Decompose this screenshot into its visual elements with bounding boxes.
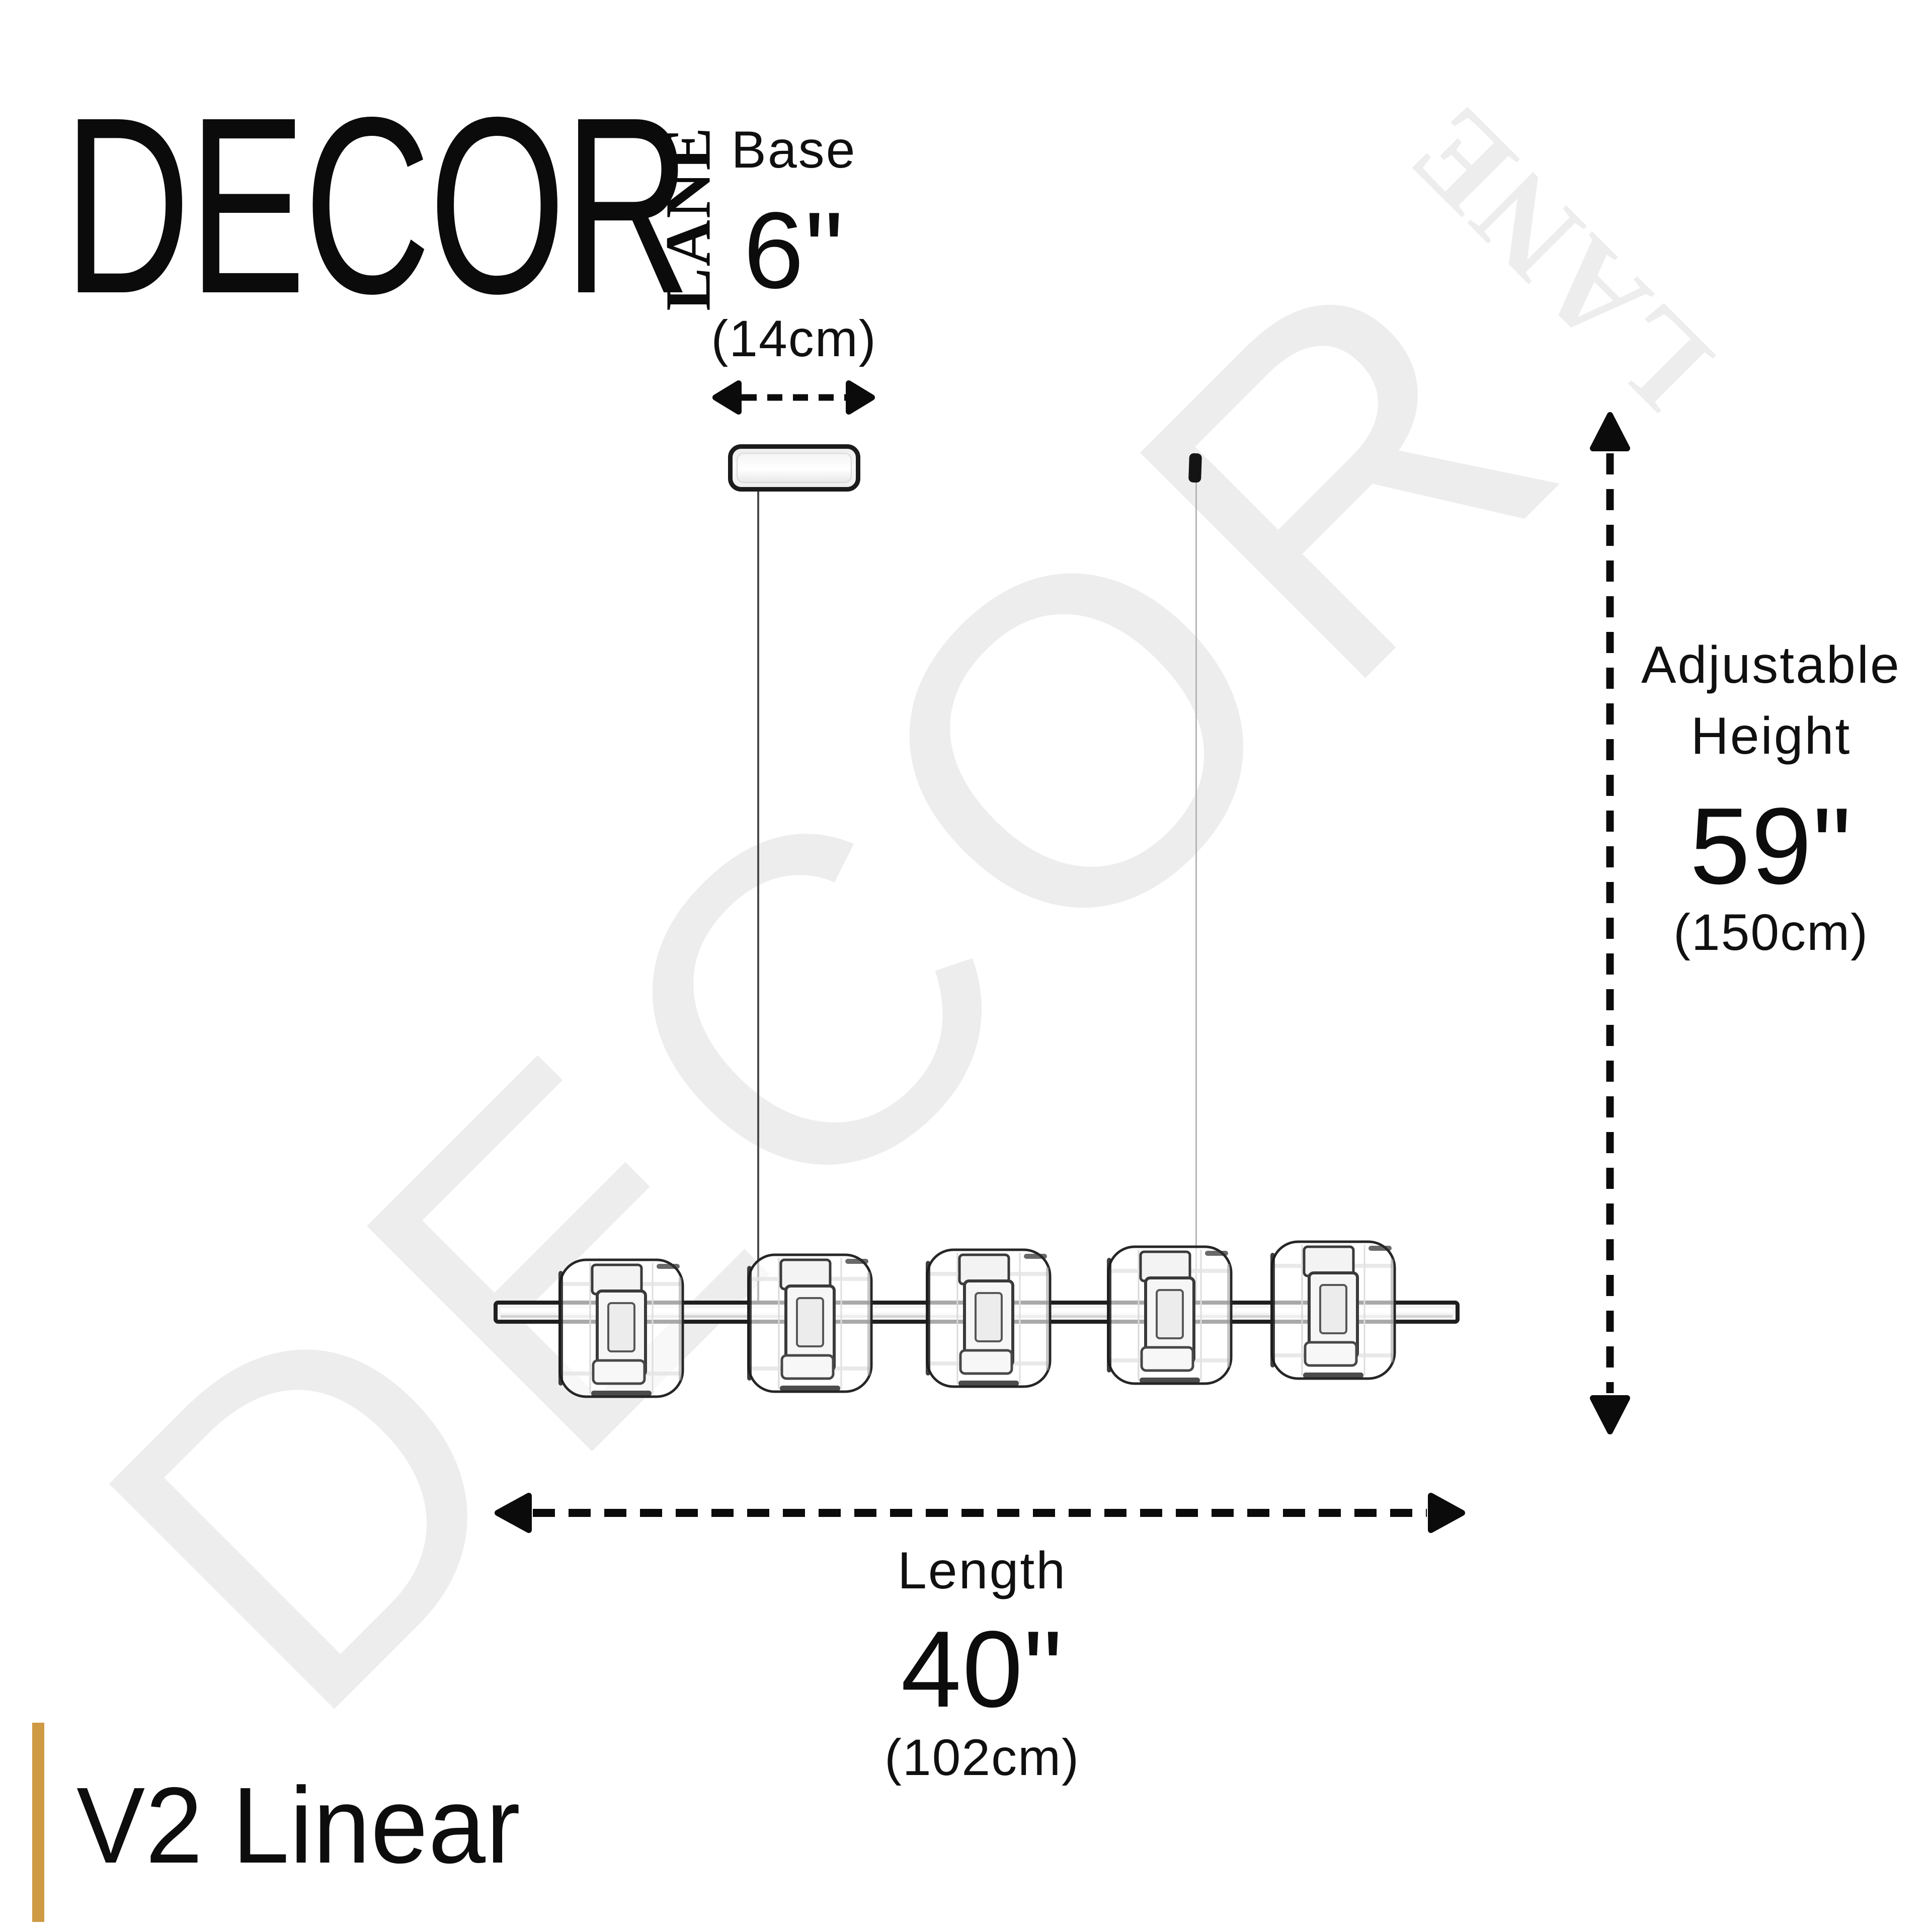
suspension-connector [1188,453,1202,483]
height-metric: (150cm) [1673,903,1869,961]
brand-logo-decor: DECOR [63,64,691,346]
glass-shade [747,1253,873,1393]
glass-shade [558,1258,684,1398]
base-width-arrow-icon [712,380,875,415]
base-value: 6" [743,189,845,311]
fixture-svg [494,1240,1460,1398]
suspension-wire-right [1195,481,1197,1304]
length-value: 40" [901,1608,1064,1730]
product-name: V2 Linear [76,1764,521,1886]
length-metric: (102cm) [884,1729,1080,1787]
suspension-wire-left [757,491,759,1305]
ceiling-canopy [728,444,860,492]
height-dimension-block: Adjustable Height 59" (150cm) [1613,630,1929,962]
length-arrow-icon [495,1493,1465,1533]
base-metric: (14cm) [711,310,877,368]
height-value: 59" [1689,784,1853,907]
accent-bar [32,1723,44,1922]
glass-shade [1270,1240,1396,1380]
height-label-line2: Height [1691,707,1852,766]
base-dimension-block: Base 6" (14cm) [643,115,945,368]
glass-shade [1107,1245,1233,1385]
length-dimension-block: Length 40" (102cm) [831,1536,1133,1787]
base-label: Base [731,121,857,179]
height-label-line1: Adjustable [1641,636,1901,694]
glass-shade [926,1248,1052,1388]
length-label: Length [897,1542,1067,1600]
ceiling-canopy-face [737,453,852,483]
height-arrow-icon [1590,412,1630,1434]
